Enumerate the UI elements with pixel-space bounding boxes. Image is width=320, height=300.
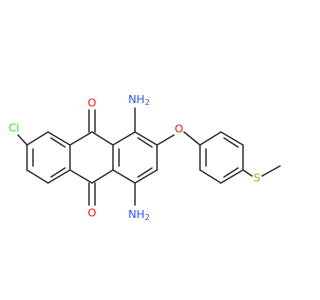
sulfur-label: S bbox=[254, 172, 261, 185]
bond bbox=[220, 131, 244, 146]
bond bbox=[134, 131, 158, 146]
bond bbox=[112, 131, 136, 146]
bond bbox=[112, 169, 136, 184]
oxygen-label-top: O bbox=[88, 97, 97, 110]
bond bbox=[199, 169, 222, 184]
bond bbox=[156, 134, 175, 146]
atom-labels: O O O NH2 NH2 Cl S bbox=[9, 93, 261, 222]
bond bbox=[17, 134, 28, 146]
bond bbox=[50, 137, 66, 148]
chlorine-label: Cl bbox=[9, 122, 20, 135]
bond bbox=[69, 169, 93, 184]
bond bbox=[69, 131, 93, 146]
bond bbox=[26, 169, 49, 184]
amino-label-top: NH2 bbox=[128, 93, 150, 107]
amino-label-bottom: NH2 bbox=[128, 208, 150, 222]
bond bbox=[50, 167, 66, 178]
molecular-structure-diagram: O O O NH2 NH2 Cl S bbox=[9, 93, 281, 222]
bond bbox=[47, 169, 71, 184]
bond bbox=[223, 167, 239, 178]
bond bbox=[137, 167, 153, 178]
bond bbox=[261, 165, 281, 177]
bond bbox=[91, 169, 114, 184]
bond bbox=[242, 169, 253, 177]
bond bbox=[91, 131, 114, 146]
bond bbox=[137, 137, 153, 148]
bond bbox=[47, 131, 71, 146]
bond bbox=[134, 169, 158, 184]
bond-lines bbox=[17, 107, 281, 206]
oxygen-label-bottom: O bbox=[88, 207, 97, 220]
bond bbox=[26, 131, 49, 146]
bond bbox=[220, 169, 244, 184]
ether-oxygen-label: O bbox=[175, 123, 184, 136]
bond bbox=[223, 137, 239, 148]
bond bbox=[199, 131, 222, 146]
bond bbox=[183, 131, 201, 146]
